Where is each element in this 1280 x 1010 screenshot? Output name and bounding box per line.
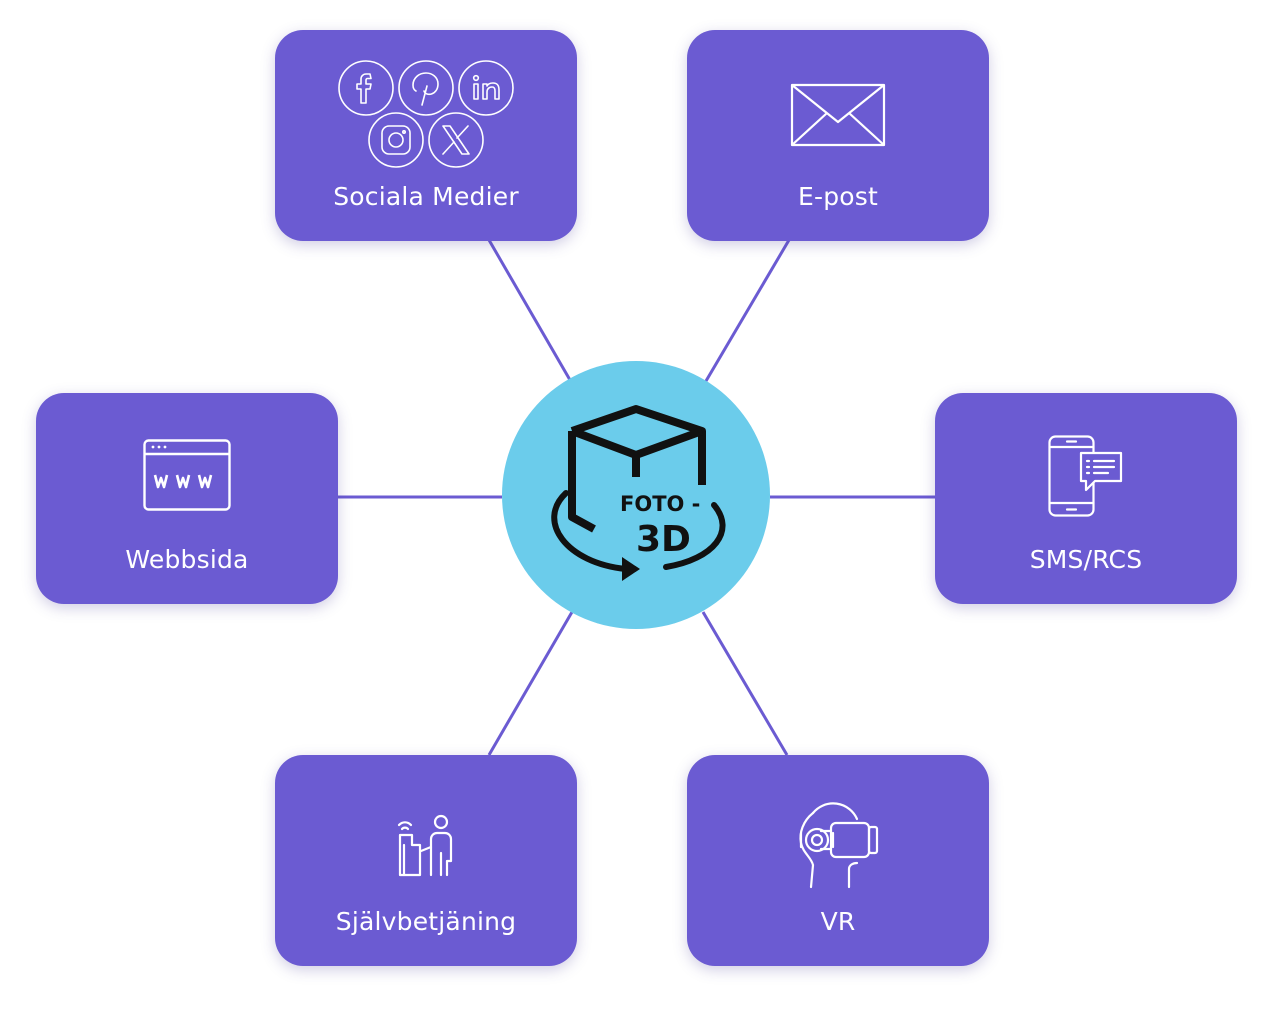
node-label: Sociala Medier (333, 182, 519, 211)
connector-vr (701, 611, 789, 756)
browser-www-icon (36, 439, 338, 511)
node-website: Webbsida (36, 393, 338, 604)
node-label: SMS/RCS (1029, 545, 1143, 574)
facebook-icon (338, 60, 394, 116)
node-label: VR (820, 907, 856, 936)
envelope-icon (687, 83, 989, 147)
arrow-head (622, 557, 640, 581)
x-twitter-icon (428, 112, 484, 168)
linkedin-icon (458, 60, 514, 116)
node-label: Självbetjäning (335, 907, 517, 936)
logo-text-foto: FOTO - (620, 492, 700, 516)
node-label: Webbsida (125, 545, 249, 574)
self-service-kiosk-icon (275, 813, 577, 877)
rotate-arrow-icon (551, 490, 726, 572)
node-vr: VR (687, 755, 989, 966)
foto-3d-logo: FOTO - 3D (536, 401, 736, 585)
node-social-media: Sociala Medier (275, 30, 577, 241)
hub-foto-3d: FOTO - 3D (502, 361, 770, 629)
connector-social (487, 239, 572, 381)
connector-email (704, 239, 791, 382)
phone-chat-icon (935, 435, 1237, 517)
pinterest-icon (398, 60, 454, 116)
vr-headset-icon (687, 801, 989, 889)
cube-icon (568, 405, 706, 533)
logo-text-3d: 3D (636, 519, 691, 560)
node-label: E-post (797, 182, 878, 211)
node-sms-rcs: SMS/RCS (935, 393, 1237, 604)
node-email: E-post (687, 30, 989, 241)
instagram-icon (368, 112, 424, 168)
node-self-service: Självbetjäning (275, 755, 577, 966)
connector-kiosk (487, 611, 574, 756)
social-media-icon (275, 60, 577, 170)
